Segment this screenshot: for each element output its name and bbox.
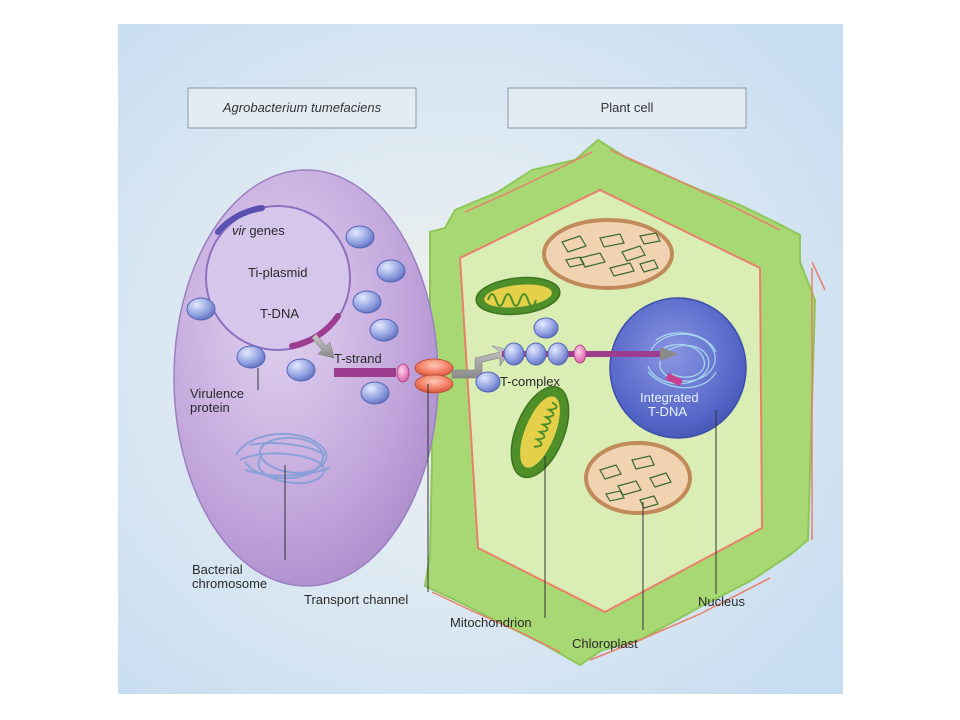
label-bacterial-chromosome-2: chromosome [192,576,267,591]
transport-channel [414,358,454,394]
t-dna-region [289,313,341,349]
header-plant: Plant cell [507,87,747,129]
virulence-protein [352,290,382,314]
t-strand-pilot-protein [396,363,410,383]
virulence-protein [376,259,406,283]
label-bacterial-chromosome-1: Bacterial [192,562,243,577]
header-bacterium-label: Agrobacterium tumefaciens [222,100,382,115]
label-t-dna: T-DNA [260,306,299,321]
mitochondrion-bottom [510,385,570,479]
virulence-protein [186,297,216,321]
vir-genes-region [215,205,265,235]
bacterial-chromosome [235,432,331,485]
label-ti-plasmid: Ti-plasmid [248,265,307,280]
label-vir-genes: vir genes [232,223,285,238]
label-mitochondrion: Mitochondrion [450,615,532,630]
t-complex [475,317,678,393]
label-virulence-protein-2: protein [190,400,230,415]
nucleus [609,297,747,439]
free-virulence-protein [475,371,501,393]
label-transport-channel: Transport channel [304,592,408,607]
t-strand [334,368,396,377]
virulence-protein [236,345,266,369]
leader-lines [257,368,717,630]
label-t-strand: T-strand [334,351,382,366]
virulence-protein [369,318,399,342]
label-chloroplast: Chloroplast [572,636,638,651]
label-virulence-protein-1: Virulence [190,386,244,401]
virulence-protein [286,358,316,382]
label-t-complex: T-complex [500,374,560,389]
mitochondrion-top [475,276,561,316]
virulence-protein [345,225,375,249]
header-bacterium: Agrobacterium tumefaciens [187,87,417,129]
excision-arrow [311,333,335,359]
ti-plasmid [205,205,351,351]
label-integrated-2: T-DNA [648,404,687,419]
virulence-protein [360,381,390,405]
integrated-t-dna [665,372,683,387]
label-integrated-1: Integrated [640,390,699,405]
virulence-proteins [186,225,406,405]
header-plant-label: Plant cell [601,100,654,115]
free-virulence-protein [533,317,559,339]
chloroplast-bottom [584,441,692,515]
label-nucleus: Nucleus [698,594,745,609]
chloroplast-top [542,218,674,290]
